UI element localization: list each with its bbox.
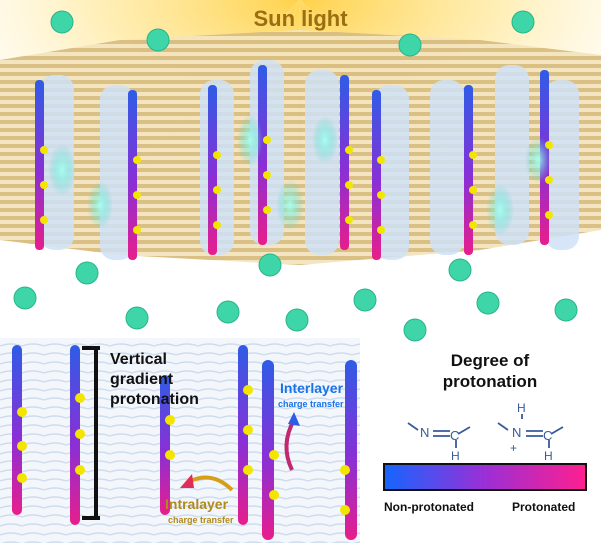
formula-right-n: N xyxy=(512,425,521,440)
protonation-color-scale xyxy=(383,463,587,491)
proton-dots-top xyxy=(40,136,553,234)
degree-line1: Degree of xyxy=(450,351,530,370)
formula-left xyxy=(407,422,471,448)
vertical-gradient-line3: protonation xyxy=(110,391,199,408)
formula-left-h: H xyxy=(451,449,460,463)
green-spheres xyxy=(13,10,578,342)
zoom-panel-left xyxy=(0,338,360,543)
interlayer-subtitle: charge transfer xyxy=(278,399,344,409)
degree-line2: protonation xyxy=(442,372,538,391)
protonated-label: Protonated xyxy=(512,500,576,514)
intralayer-subtitle: charge transfer xyxy=(168,515,234,525)
vertical-gradient-line1: Vertical xyxy=(110,351,167,368)
interlayer-title: Interlayer xyxy=(280,380,344,396)
non-protonated-label: Non-protonated xyxy=(384,500,474,514)
protonation-legend: N C H H N + C H xyxy=(383,401,587,491)
sun-light-label: Sun light xyxy=(253,6,348,31)
glow-drops xyxy=(48,114,551,236)
intralayer-title: Intralayer xyxy=(165,496,229,512)
formula-left-n: N xyxy=(420,425,429,440)
formula-right-h-bottom: H xyxy=(544,449,553,463)
formula-left-c: C xyxy=(450,428,459,443)
degree-of-protonation-title: Degree of protonation xyxy=(400,350,580,392)
formula-right-c: C xyxy=(543,428,552,443)
vertical-gradient-line2: gradient xyxy=(110,371,174,388)
vertical-gradient-arrow xyxy=(82,346,100,520)
zoom-proton-dots xyxy=(17,385,350,515)
interlayer-arrowhead xyxy=(288,412,300,426)
formula-right-h-top: H xyxy=(517,401,526,415)
vertical-gradient-label: Vertical gradient protonation xyxy=(110,350,199,410)
formula-right xyxy=(497,414,564,448)
formula-right-charge: + xyxy=(510,441,517,455)
intralayer-arrowhead xyxy=(180,474,194,488)
